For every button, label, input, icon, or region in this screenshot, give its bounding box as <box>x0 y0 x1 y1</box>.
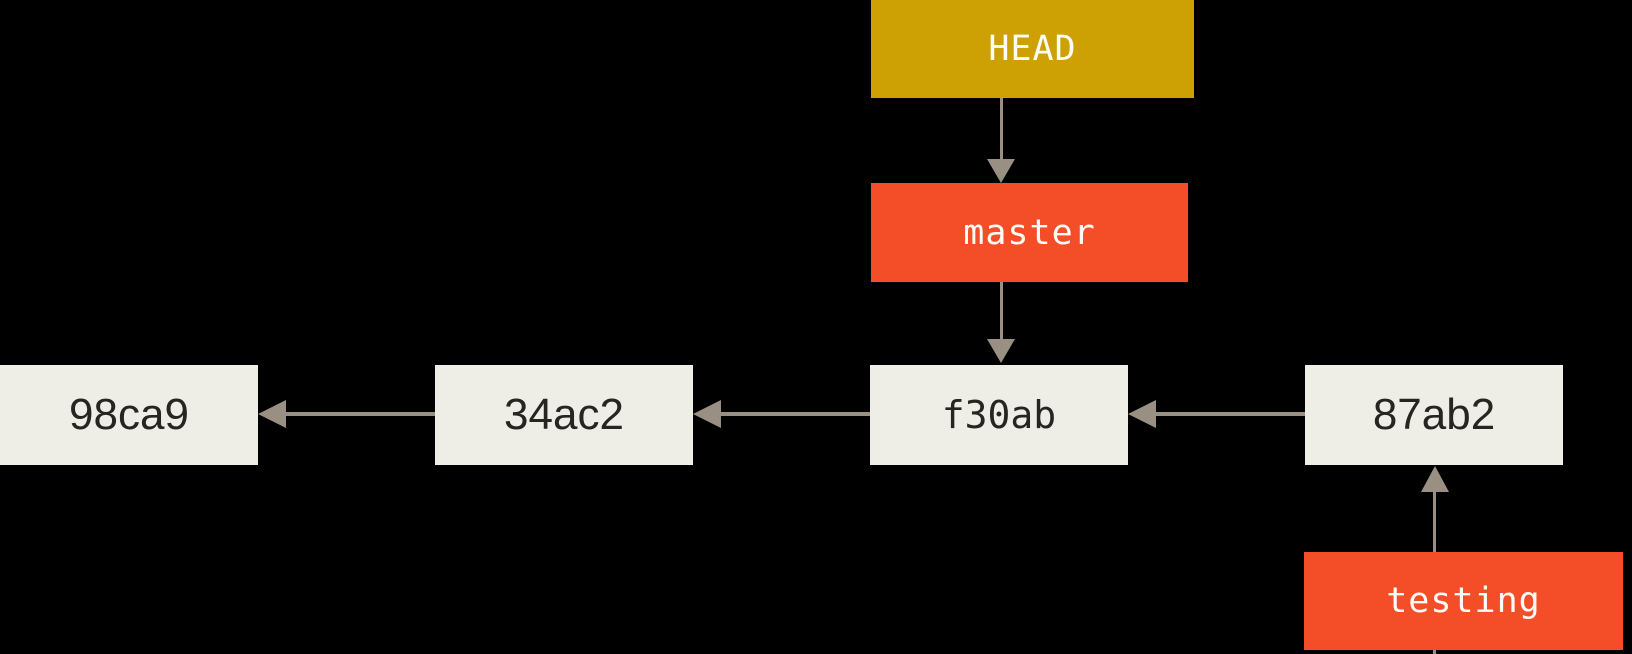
arrowhead-up-icon <box>1421 466 1449 492</box>
arrow-line-testing-to-87ab2 <box>1433 492 1436 552</box>
arrow-stub-below-testing <box>1433 650 1436 654</box>
branch-box-testing: testing <box>1304 552 1623 650</box>
arrow-line-head-to-master <box>1000 98 1003 159</box>
commit-box-f30ab: f30ab <box>870 365 1128 465</box>
arrowhead-left-icon <box>258 400 286 428</box>
arrowhead-down-icon <box>987 339 1015 363</box>
commit-box-98ca9: 98ca9 <box>0 365 258 465</box>
arrow-line-34ac2-to-98ca9 <box>286 412 435 416</box>
arrowhead-left-icon <box>1128 400 1156 428</box>
arrow-line-f30ab-to-34ac2 <box>721 412 870 416</box>
arrowhead-down-icon <box>987 159 1015 183</box>
arrow-line-master-to-f30ab <box>1000 282 1003 339</box>
head-pointer-box: HEAD <box>871 0 1194 98</box>
commit-box-34ac2: 34ac2 <box>435 365 693 465</box>
commit-box-87ab2: 87ab2 <box>1305 365 1563 465</box>
arrow-line-87ab2-to-f30ab <box>1156 412 1305 416</box>
branch-box-master: master <box>871 183 1188 282</box>
arrowhead-left-icon <box>693 400 721 428</box>
